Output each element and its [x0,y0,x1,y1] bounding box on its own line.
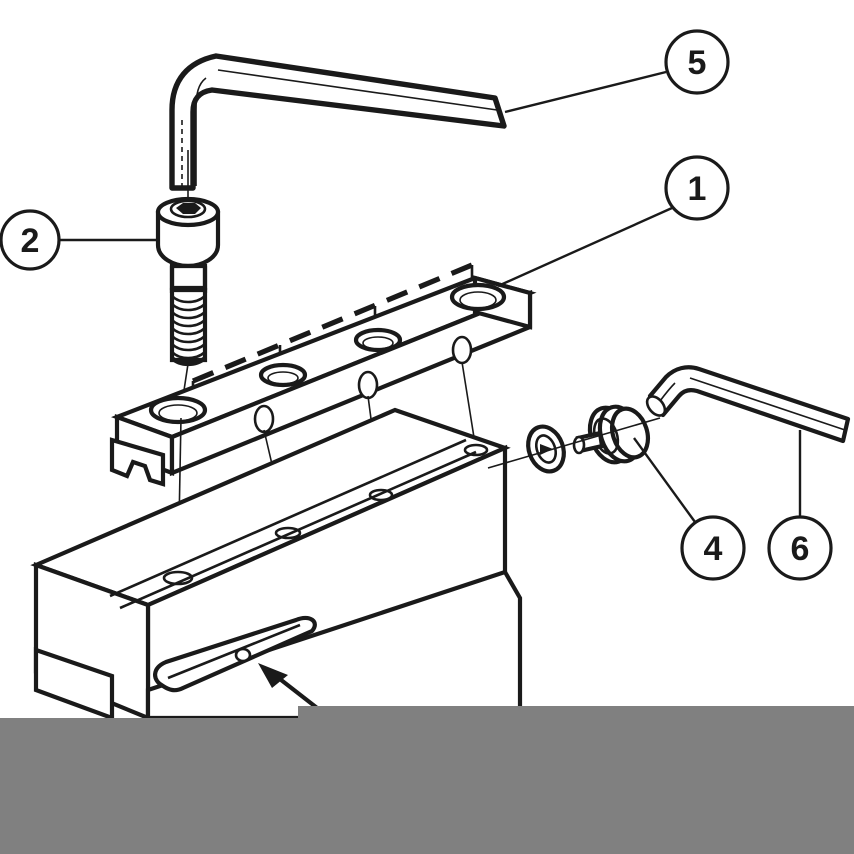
slot-center-hole [234,647,252,663]
clamp-bar-hole-4 [449,282,507,312]
callout-5[interactable]: 5 [664,29,730,95]
clamp-bar-side-boss-2 [357,370,379,400]
gray-band-lower [0,718,854,854]
callout-2-label: 2 [21,222,40,260]
spring-washer [526,424,566,474]
leader-line-1 [497,206,673,288]
callout-4-label: 4 [704,530,723,568]
part-short-hex-key [645,365,851,444]
callout-6[interactable]: 6 [767,515,833,581]
clamp-bar-hole-1 [148,395,208,425]
callout-1[interactable]: 1 [664,155,730,221]
gray-band-upper-right [298,706,854,720]
tool-block-body [30,407,523,722]
clamp-bar-hole-3 [353,327,403,353]
callout-4[interactable]: 4 [680,515,746,581]
leader-line-5 [504,70,667,114]
part-clamp-bar [109,275,537,487]
part-socket-head-cap-screw [155,196,221,367]
block-hole-4 [463,443,489,457]
leader-line-4 [633,437,696,523]
callout-6-label: 6 [791,530,810,568]
part-pin-and-washer [487,404,661,474]
block-elongated-slot [153,615,317,693]
callout-2[interactable]: 2 [0,209,61,271]
clamp-bar-side-boss-1 [253,404,275,434]
callout-5-label: 5 [688,44,707,82]
clamp-bar-hole-2 [258,362,308,388]
pin-assembly-axis [487,417,661,469]
clamp-bar-side-boss-3 [451,335,473,365]
screw-thread-lines [171,294,206,360]
part-long-hex-key [169,53,507,191]
callout-1-label: 1 [688,170,707,208]
